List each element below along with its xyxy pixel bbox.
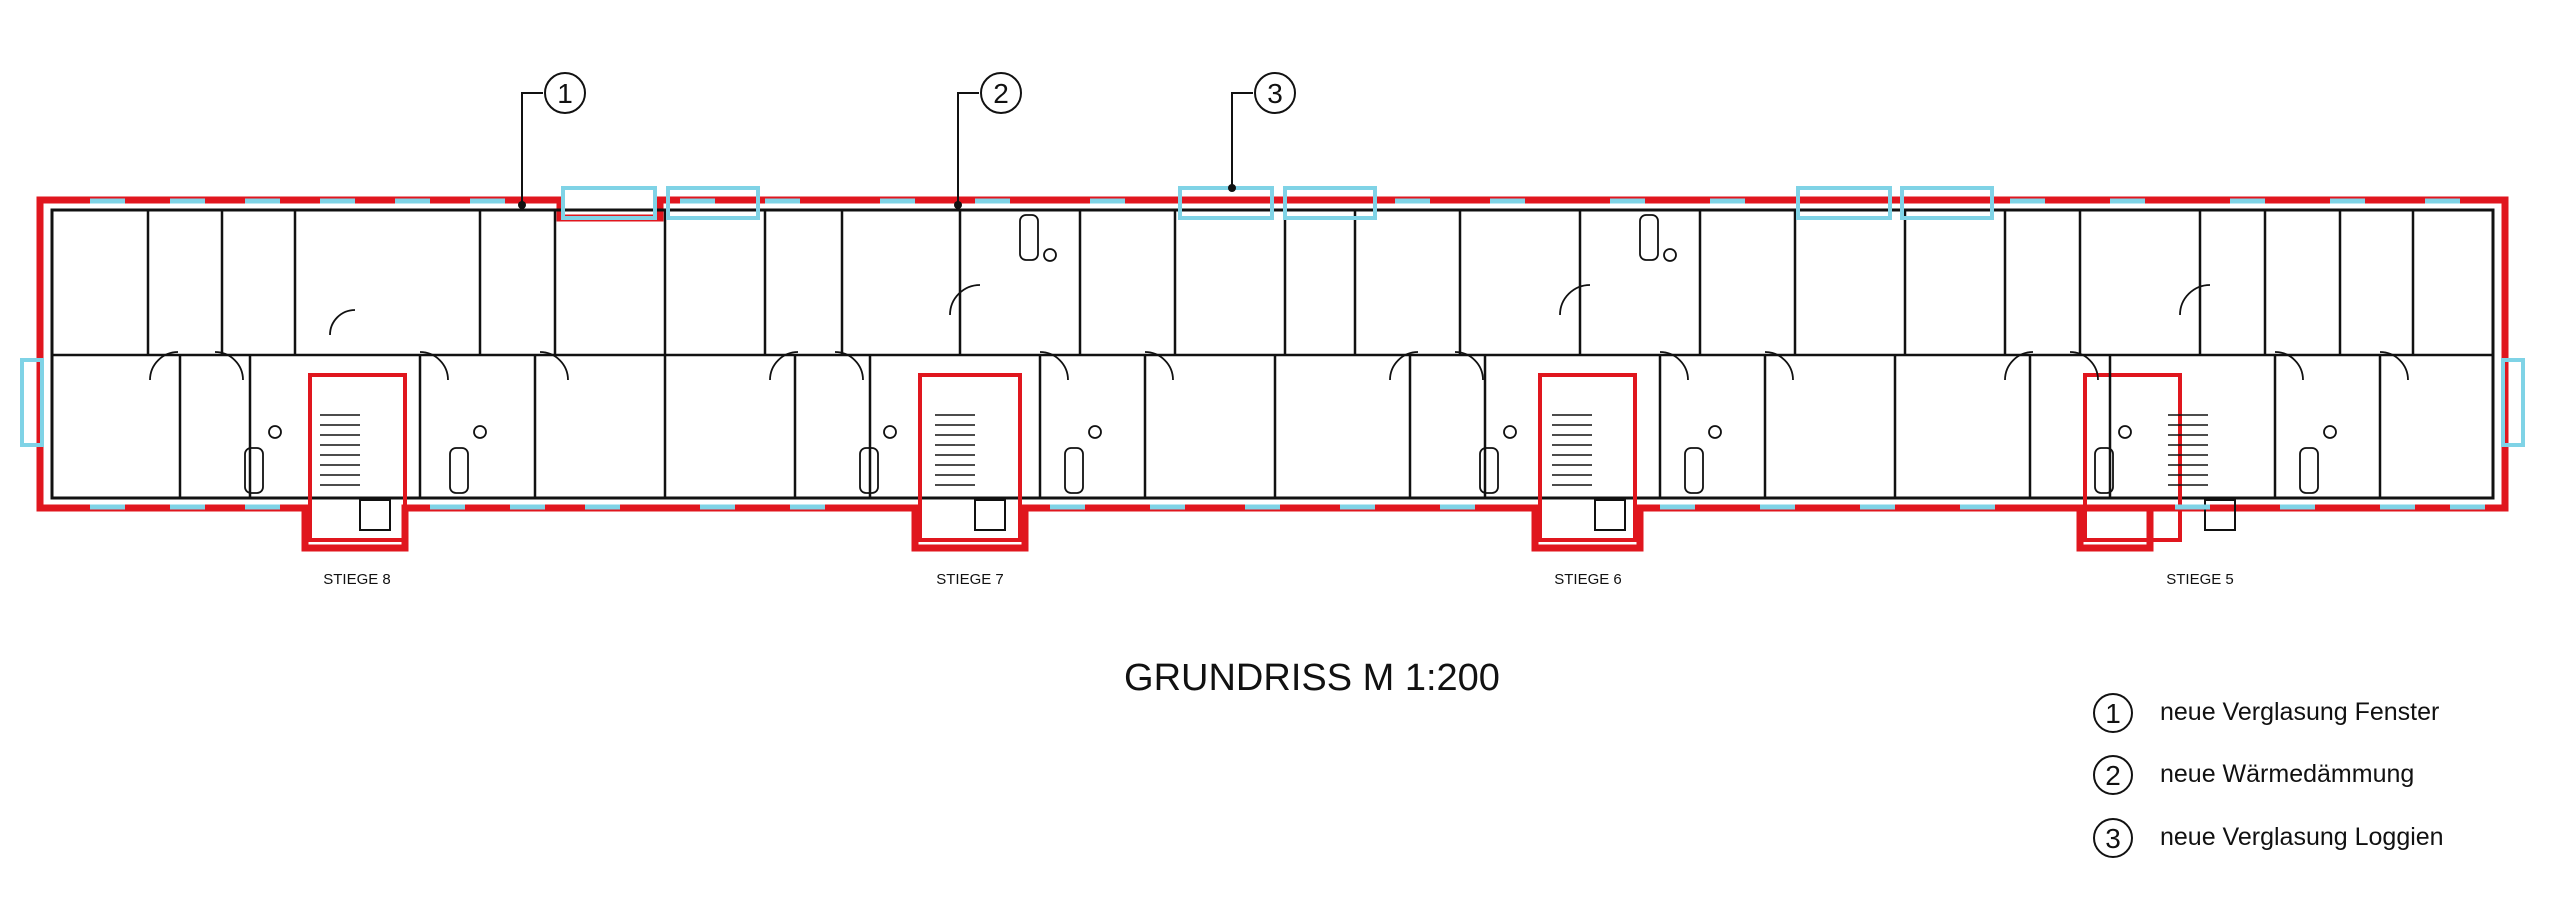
callout-leaders xyxy=(521,92,1253,205)
window-glazing xyxy=(90,198,2485,510)
legend-item-2-text: neue Wärmedämmung xyxy=(2160,760,2414,788)
door-swings xyxy=(149,284,2409,381)
sanitary-fixtures xyxy=(244,214,2337,494)
callout-3-number: 3 xyxy=(1267,78,1283,109)
callout-2: 2 xyxy=(980,72,1022,114)
legend: 1 neue Verglasung Fenster 2 neue Wärmedä… xyxy=(2093,693,2444,858)
callout-2-number: 2 xyxy=(993,78,1009,109)
callout-dots xyxy=(518,184,1236,209)
legend-item-1: 1 neue Verglasung Fenster xyxy=(2093,693,2439,733)
legend-item-1-text: neue Verglasung Fenster xyxy=(2160,698,2439,726)
insulation-outline xyxy=(36,196,2509,552)
stair-label-8: STIEGE 8 xyxy=(323,571,391,588)
legend-item-3: 3 neue Verglasung Loggien xyxy=(2093,818,2444,858)
legend-item-3-number: 3 xyxy=(2105,823,2121,854)
legend-item-1-number: 1 xyxy=(2105,698,2121,729)
interior-walls xyxy=(52,210,2493,498)
stair-label-6: STIEGE 6 xyxy=(1554,571,1622,588)
stair-treads xyxy=(320,414,2208,486)
callout-3: 3 xyxy=(1254,72,1296,114)
legend-item-2-number: 2 xyxy=(2105,760,2121,791)
stair-cores xyxy=(308,373,2236,542)
stair-label-5: STIEGE 5 xyxy=(2166,571,2234,588)
callout-1: 1 xyxy=(544,72,586,114)
wall-outline xyxy=(50,208,2495,500)
legend-item-3-text: neue Verglasung Loggien xyxy=(2160,823,2444,851)
drawing-title: GRUNDRISS M 1:200 xyxy=(1124,657,1500,699)
stair-label-7: STIEGE 7 xyxy=(936,571,1004,588)
callout-1-number: 1 xyxy=(557,78,573,109)
loggia-glazing xyxy=(20,186,2525,447)
legend-item-2: 2 neue Wärmedämmung xyxy=(2093,755,2414,795)
